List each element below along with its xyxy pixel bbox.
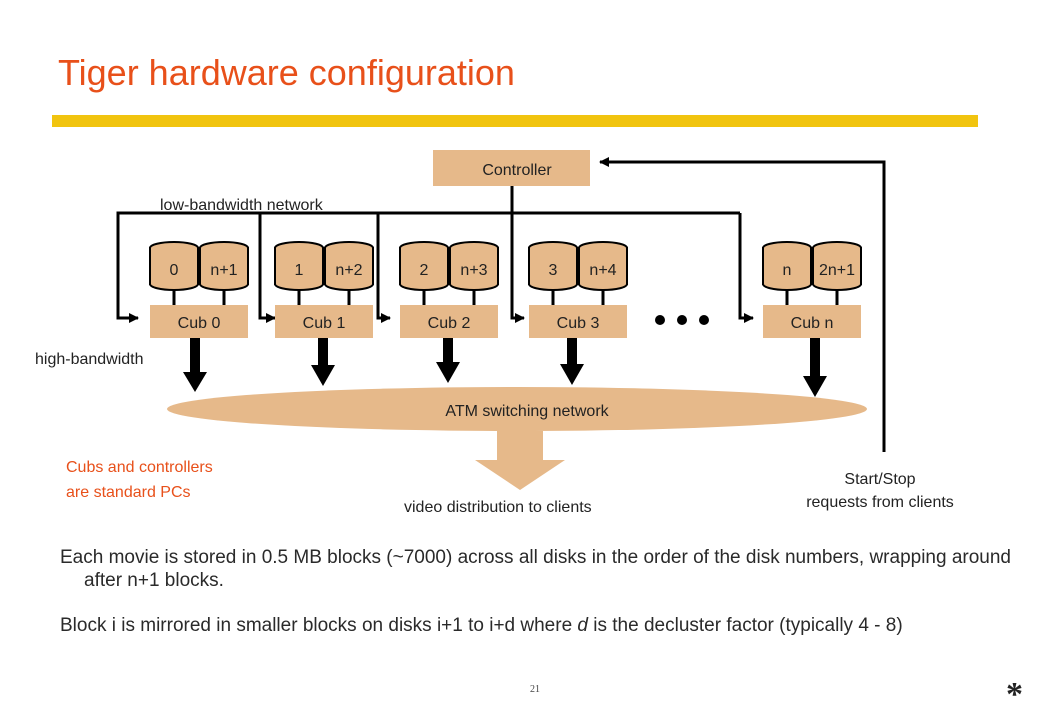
para2-italic-d: d bbox=[577, 615, 588, 636]
cub-1-group: 1 n+2 Cub 1 bbox=[274, 241, 374, 338]
disk-label: 2n+1 bbox=[819, 262, 855, 279]
atm-network-ellipse bbox=[167, 387, 867, 431]
cub-2-box bbox=[400, 305, 498, 338]
disk-label: 2 bbox=[420, 262, 429, 279]
disk-icon bbox=[528, 241, 578, 291]
disk-icon bbox=[274, 241, 324, 291]
cub-1-label: Cub 1 bbox=[303, 315, 346, 332]
low-bandwidth-line-cubn bbox=[738, 213, 754, 323]
disk-icon bbox=[812, 241, 862, 291]
cub-3-label: Cub 3 bbox=[557, 315, 600, 332]
page-number: 21 bbox=[530, 684, 540, 695]
disk-label: 0 bbox=[170, 262, 179, 279]
cub-0-box bbox=[150, 305, 248, 338]
disk-icon bbox=[399, 241, 449, 291]
disk-label: n bbox=[783, 262, 792, 279]
cub-0-group: 0 n+1 Cub 0 bbox=[149, 241, 249, 338]
disk-icon bbox=[578, 241, 628, 291]
disk-icon bbox=[762, 241, 812, 291]
cub-0-label: Cub 0 bbox=[178, 315, 221, 332]
controller-box bbox=[433, 150, 590, 186]
start-stop-line bbox=[599, 157, 886, 452]
ellipsis-dots bbox=[655, 315, 709, 325]
cubs-note-line1: Cubs and controllers bbox=[66, 459, 213, 476]
para2-text-before: Block i is mirrored in smaller blocks on… bbox=[60, 615, 578, 636]
disk-icon bbox=[449, 241, 499, 291]
low-bandwidth-bus bbox=[116, 211, 740, 323]
disk-icon bbox=[149, 241, 199, 291]
start-stop-line1: Start/Stop bbox=[844, 471, 915, 488]
disk-label: n+1 bbox=[210, 262, 237, 279]
cub-2-group: 2 n+3 Cub 2 bbox=[399, 241, 499, 338]
low-bandwidth-line-cub3 bbox=[510, 186, 525, 323]
cub-3-group: 3 n+4 Cub 3 bbox=[528, 241, 628, 338]
disk-icon bbox=[199, 241, 249, 291]
video-distribution-label: video distribution to clients bbox=[404, 499, 592, 516]
start-stop-line2: requests from clients bbox=[806, 494, 954, 511]
body-paragraph-2: Block i is mirrored in smaller blocks on… bbox=[60, 614, 1014, 637]
low-bandwidth-line-cub2 bbox=[376, 213, 391, 323]
cub-2-label: Cub 2 bbox=[428, 315, 471, 332]
body-paragraph-1: Each movie is stored in 0.5 MB blocks (~… bbox=[60, 547, 1011, 591]
cub-n-label: Cub n bbox=[791, 315, 834, 332]
low-bandwidth-label: low-bandwidth network bbox=[160, 197, 324, 214]
disk-icon bbox=[324, 241, 374, 291]
video-distribution-arrow bbox=[475, 431, 565, 490]
disk-label: 3 bbox=[549, 262, 558, 279]
atm-network-label: ATM switching network bbox=[445, 403, 609, 420]
slide-title: Tiger hardware configuration bbox=[58, 52, 515, 93]
cub-n-group: n 2n+1 Cub n bbox=[762, 241, 862, 338]
disk-label: n+4 bbox=[589, 262, 616, 279]
para2-text-after: is the decluster factor (typically 4 - 8… bbox=[588, 615, 903, 636]
high-bandwidth-arrows bbox=[183, 338, 827, 397]
disk-label: n+3 bbox=[460, 262, 487, 279]
cub-1-box bbox=[275, 305, 373, 338]
high-bandwidth-label: high-bandwidth bbox=[35, 351, 144, 368]
title-underline-bar bbox=[52, 115, 978, 127]
disk-label: 1 bbox=[295, 262, 304, 279]
disk-label: n+2 bbox=[335, 262, 362, 279]
cub-3-box bbox=[529, 305, 627, 338]
cub-n-box bbox=[763, 305, 861, 338]
controller-label: Controller bbox=[482, 162, 552, 179]
asterisk-icon: * bbox=[1006, 676, 1023, 713]
cubs-note-line2: are standard PCs bbox=[66, 484, 191, 501]
low-bandwidth-line-cub1 bbox=[258, 213, 276, 323]
